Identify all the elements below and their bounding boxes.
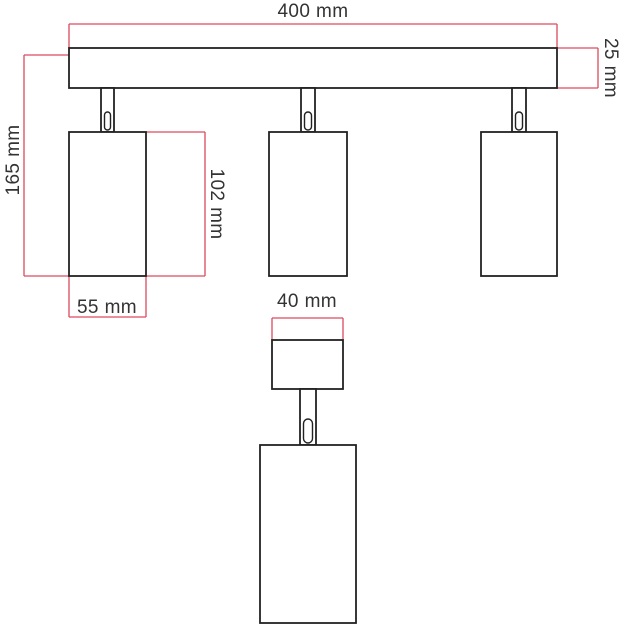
overall-height-label: 165 mm: [3, 124, 24, 195]
spotlight-right: [480, 87, 558, 277]
spotlight-left: [68, 87, 147, 277]
shade-width-label: 55 mm: [77, 297, 137, 318]
spotlight-right-stem-slot: [514, 111, 524, 131]
spotlight-left-shade: [68, 131, 147, 277]
mount-width-label: 40 mm: [277, 291, 337, 312]
mounting-bar: [68, 47, 558, 89]
triple-spotlight-bar-fixture: [68, 47, 558, 277]
spotlight-left-stem-slot: [103, 111, 112, 131]
shade-height-dimension: 102 mm: [146, 131, 227, 277]
single-spotlight-stem-slot: [302, 418, 314, 444]
overall-width-dimension: 400 mm: [68, 1, 558, 48]
spotlight-right-shade: [480, 131, 558, 277]
bar-height-dimension: 25 mm: [557, 38, 621, 98]
single-spotlight-shade: [259, 444, 357, 624]
spotlight-right-stem: [511, 87, 527, 133]
overall-height-dimension: 165 mm: [3, 54, 69, 277]
shade-height-label: 102 mm: [206, 168, 227, 239]
bar-height-label: 25 mm: [600, 38, 621, 98]
spotlight-middle: [268, 87, 348, 277]
overall-width-label: 400 mm: [277, 1, 348, 22]
single-spotlight-stem: [299, 388, 317, 446]
spotlight-middle-stem: [300, 87, 316, 133]
shade-width-dimension: 55 mm: [68, 276, 147, 318]
ceiling-mount-block: [271, 339, 344, 390]
spotlight-middle-stem-slot: [303, 111, 313, 131]
spotlight-middle-shade: [268, 131, 348, 277]
spotlight-left-stem: [100, 87, 115, 133]
single-spotlight-detail: [259, 339, 357, 624]
mount-width-dimension: 40 mm: [271, 291, 344, 340]
